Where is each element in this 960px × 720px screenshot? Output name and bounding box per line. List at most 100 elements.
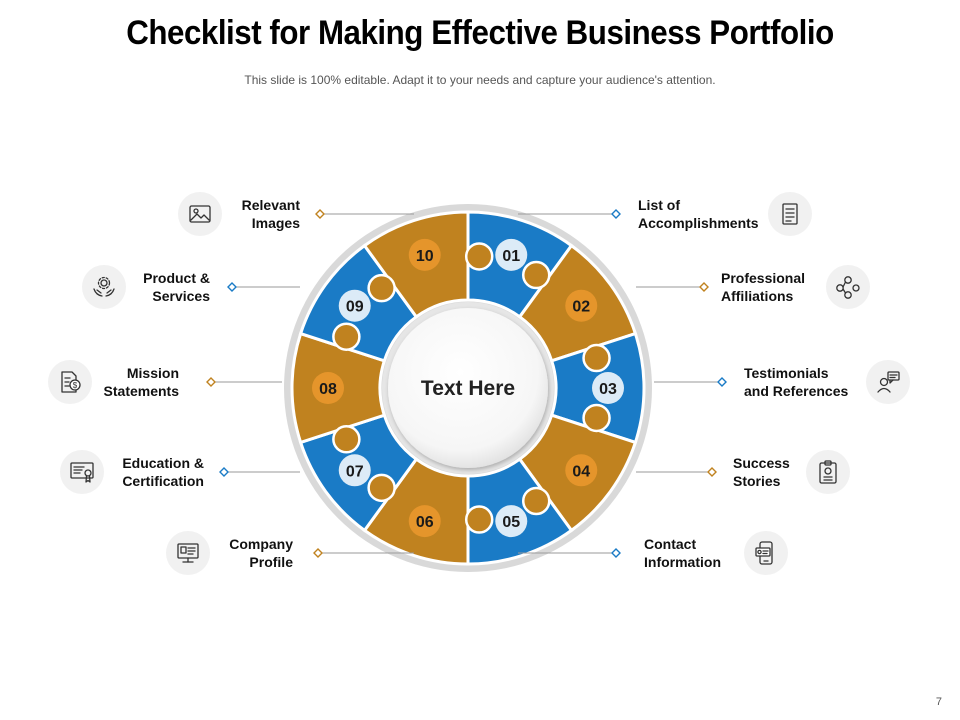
icon-circle <box>178 192 222 236</box>
badge-circle <box>495 238 528 271</box>
icon-circle <box>826 265 870 309</box>
badge-circle <box>495 505 528 538</box>
badge-number: 04 <box>572 463 590 480</box>
connector-diamond <box>313 548 323 558</box>
label-line-1: Company <box>229 536 293 552</box>
checklist-label-09: Product & Services <box>143 269 210 305</box>
checklist-label-01: List of Accomplishments <box>638 196 759 232</box>
label-line-1: List of <box>638 197 680 213</box>
badge-number: 09 <box>346 299 364 316</box>
label-line-1: Professional <box>721 270 806 286</box>
puzzle-tab <box>582 403 611 433</box>
segment-badge-07: 07 <box>338 454 371 487</box>
badge-circle <box>312 372 344 404</box>
badge-number: 06 <box>416 514 434 531</box>
label-line-1: Contact <box>644 536 697 552</box>
segment-badge-01: 01 <box>495 238 528 271</box>
label-line-2: Statements <box>103 383 179 399</box>
badge-number: 01 <box>502 248 520 265</box>
slide-subtitle: This slide is 100% editable. Adapt it to… <box>244 73 716 87</box>
connector-diamond <box>219 467 229 477</box>
image-icon <box>189 205 211 223</box>
puzzle-tab <box>582 343 611 373</box>
connector-diamond <box>611 209 621 219</box>
icon-circle <box>806 450 850 494</box>
badge-number: 05 <box>502 514 520 531</box>
center-disc <box>388 308 548 468</box>
clipboard-icon <box>819 460 837 484</box>
segment-badge-02: 02 <box>565 289 598 322</box>
label-line-2: Information <box>644 554 721 570</box>
label-line-1: Mission <box>126 365 179 381</box>
connector-diamond <box>699 282 709 292</box>
badge-number: 02 <box>572 299 590 316</box>
puzzle-tab <box>332 322 361 351</box>
label-line-2: Stories <box>733 473 781 489</box>
label-line-2: Accomplishments <box>638 215 759 231</box>
badge-number: 07 <box>346 463 364 480</box>
puzzle-tab <box>464 242 494 271</box>
badge-circle <box>565 289 598 322</box>
icon-circle <box>166 531 210 575</box>
page-number: 7 <box>935 696 942 708</box>
connector-diamond <box>707 467 717 477</box>
person-speech-icon <box>877 371 900 393</box>
network-people-icon <box>836 276 860 299</box>
label-line-2: Services <box>152 288 210 304</box>
puzzle-tab <box>367 273 396 303</box>
label-line-1: Success <box>733 455 790 471</box>
certificate-icon <box>70 462 94 483</box>
icon-circle <box>60 450 104 494</box>
checklist-label-07: Education & Certification <box>122 454 204 490</box>
label-line-2: Certification <box>122 473 204 489</box>
badge-circle <box>338 454 371 487</box>
badge-circle <box>408 505 441 538</box>
document-list-icon <box>782 203 798 225</box>
connector-diamond <box>227 282 237 292</box>
segment-badge-03: 03 <box>592 372 624 404</box>
icon-circle <box>768 192 812 236</box>
segment-badge-09: 09 <box>338 289 371 322</box>
connector-diamond <box>611 548 621 558</box>
monitor-profile-icon <box>177 543 199 563</box>
connector-diamond <box>315 209 325 219</box>
icon-circle <box>82 265 126 309</box>
phone-contact-icon <box>755 541 773 565</box>
label-line-2: Profile <box>249 554 293 570</box>
document-dollar-icon: $ <box>61 371 81 393</box>
hand-gear-icon <box>93 276 115 297</box>
badge-circle <box>565 454 598 487</box>
icon-circle: $ <box>48 360 92 404</box>
badge-circle <box>338 289 371 322</box>
badge-number: 08 <box>319 381 337 398</box>
checklist-label-03: Testimonials and References <box>744 364 848 400</box>
puzzle-tab <box>367 473 396 503</box>
segment-badge-04: 04 <box>565 454 598 487</box>
puzzle-tab <box>464 505 494 534</box>
connector-diamond <box>206 377 216 387</box>
icon-circle <box>866 360 910 404</box>
badge-circle <box>408 238 441 271</box>
segment-badge-10: 10 <box>408 238 441 271</box>
puzzle-tab <box>332 425 361 454</box>
badge-circle <box>592 372 624 404</box>
label-line-2: Affiliations <box>721 288 794 304</box>
label-line-2: and References <box>744 383 849 399</box>
label-line-2: Images <box>251 215 300 231</box>
center-text: Text Here <box>421 377 515 400</box>
badge-number: 10 <box>416 248 434 265</box>
segment-badge-08: 08 <box>312 372 344 404</box>
badge-number: 03 <box>599 381 617 398</box>
svg-text:$: $ <box>73 381 78 390</box>
label-line-1: Relevant <box>241 197 300 213</box>
label-line-1: Education & <box>122 455 204 471</box>
label-line-1: Testimonials <box>744 365 829 381</box>
label-line-1: Product & <box>143 270 210 286</box>
